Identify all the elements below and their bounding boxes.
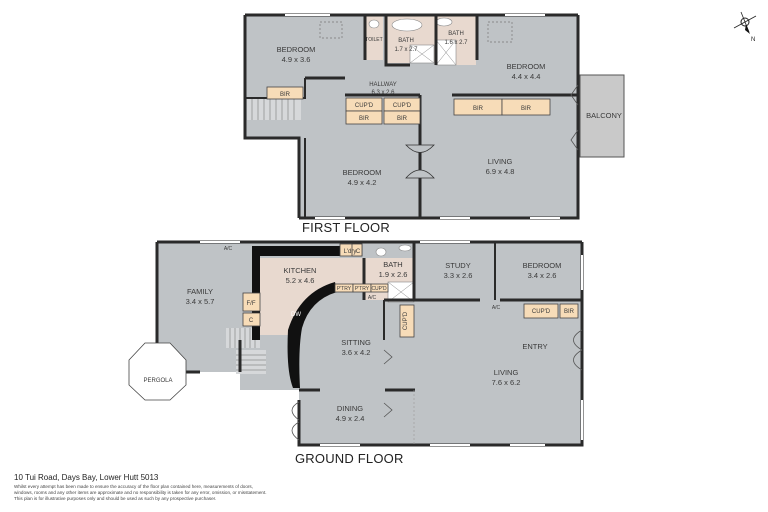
fixture-label: P'TRY bbox=[337, 286, 352, 292]
first-floor-title: FIRST FLOOR bbox=[302, 220, 390, 235]
storage-label: BIR bbox=[359, 116, 370, 122]
room-label: BATH bbox=[448, 31, 464, 37]
room-label: STUDY bbox=[445, 261, 470, 270]
room-label: BATH bbox=[383, 260, 402, 269]
room-label: PERGOLA bbox=[143, 378, 172, 384]
storage-label: BIR bbox=[521, 106, 532, 112]
disclaimer: Whilst every attempt has been made to en… bbox=[14, 484, 344, 502]
room-label: HALLWAY bbox=[369, 82, 397, 88]
storage-label: CUP'D bbox=[393, 103, 412, 109]
storage-label: BIR bbox=[280, 92, 291, 98]
fixture-label: F/F bbox=[247, 301, 256, 307]
room-label: TOILET bbox=[365, 37, 382, 43]
room-label: BEDROOM bbox=[343, 168, 382, 177]
room-label: LIVING bbox=[488, 157, 513, 166]
room-size: 5.2 x 4.6 bbox=[286, 276, 315, 285]
room-size: 3.6 x 4.2 bbox=[342, 348, 371, 357]
ground-floor-title: GROUND FLOOR bbox=[295, 451, 404, 466]
fixture-label: CUP'D bbox=[403, 311, 409, 330]
fixture-label: L'dry bbox=[344, 249, 357, 255]
balcony bbox=[579, 74, 625, 158]
room-label: SITTING bbox=[341, 338, 371, 347]
room-size: 4.9 x 2.4 bbox=[336, 414, 365, 423]
ground-floor-plan: FAMILY 3.4 x 5.7 KITCHEN 5.2 x 4.6 BATH … bbox=[128, 240, 584, 447]
room-label: BALCONY bbox=[586, 111, 622, 120]
room-size: 4.9 x 4.2 bbox=[348, 178, 377, 187]
first-floor-storage bbox=[266, 86, 551, 125]
room-label: BEDROOM bbox=[507, 62, 546, 71]
property-address: 10 Tui Road, Days Bay, Lower Hutt 5013 bbox=[14, 473, 159, 482]
fixture-label: C bbox=[356, 249, 361, 255]
room-size: 4.4 x 4.4 bbox=[512, 72, 541, 81]
room-label: BATH bbox=[398, 38, 414, 44]
ac-label: A/C bbox=[224, 246, 233, 252]
ac-label: A/C bbox=[492, 305, 501, 311]
storage-label: BIR bbox=[473, 106, 484, 112]
room-size: 7.6 x 6.2 bbox=[492, 378, 521, 387]
kitchen-island bbox=[287, 282, 337, 388]
compass-label: N bbox=[751, 37, 755, 42]
room-size: 6.3 x 2.6 bbox=[371, 90, 395, 96]
room-size: 1.9 x 2.6 bbox=[379, 270, 408, 279]
room-size: 4.9 x 3.6 bbox=[282, 55, 311, 64]
room-size: 3.3 x 2.6 bbox=[444, 271, 473, 280]
fixture-label: BIR bbox=[564, 309, 575, 315]
storage-label: BIR bbox=[397, 116, 408, 122]
room-label: ENTRY bbox=[522, 342, 547, 351]
room-size: 1.6 x 2.7 bbox=[444, 40, 468, 46]
fixture-label: P'TRY bbox=[355, 286, 370, 292]
storage-label: CUP'D bbox=[355, 103, 374, 109]
room-label: LIVING bbox=[494, 368, 519, 377]
disclaimer-line: windows, rooms and any other items are a… bbox=[14, 490, 267, 495]
room-label: BEDROOM bbox=[523, 261, 562, 270]
room-size: 3.4 x 2.6 bbox=[528, 271, 557, 280]
fixture-label: DW bbox=[291, 312, 301, 318]
room-size: 1.7 x 2.7 bbox=[394, 47, 418, 53]
fixture-label: C bbox=[249, 318, 254, 324]
ac-label: A/C bbox=[368, 295, 377, 301]
fixture-label: CUP'D bbox=[371, 286, 387, 292]
staircase-first bbox=[247, 98, 301, 120]
room-label: KITCHEN bbox=[284, 266, 317, 275]
compass-north-icon: N bbox=[733, 11, 757, 42]
pergola bbox=[128, 342, 187, 401]
fixture-label: CUP'D bbox=[532, 309, 551, 315]
disclaimer-line: This plan is for illustrative purposes o… bbox=[14, 496, 217, 501]
room-size: 6.9 x 4.8 bbox=[486, 167, 515, 176]
room-label: DINING bbox=[337, 404, 363, 413]
first-floor-plan: BEDROOM 4.9 x 3.6 TOILET BATH 1.7 x 2.7 … bbox=[243, 13, 625, 220]
room-label: FAMILY bbox=[187, 287, 213, 296]
disclaimer-line: Whilst every attempt has been made to en… bbox=[14, 484, 254, 489]
room-size: 3.4 x 5.7 bbox=[186, 297, 215, 306]
room-label: BEDROOM bbox=[277, 45, 316, 54]
